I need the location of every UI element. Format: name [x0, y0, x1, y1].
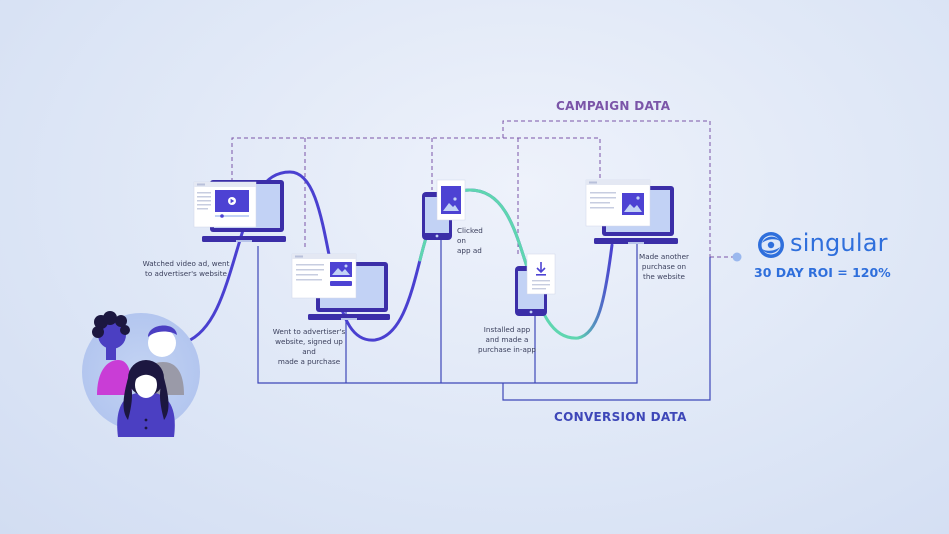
- step-3-line-1: Clicked on: [457, 226, 483, 245]
- step-5-line-1: Made another: [639, 252, 689, 261]
- customers-illustration: [82, 311, 200, 437]
- step-1-line-2: to advertiser's website: [145, 269, 227, 278]
- step-label-2: Went to advertiser's website, signed up …: [268, 327, 350, 367]
- conversion-data-label: CONVERSION DATA: [554, 410, 687, 424]
- step-label-3: Clicked on app ad: [457, 226, 493, 256]
- laptop-video-ad: [193, 180, 286, 242]
- phone-install: [515, 253, 556, 316]
- endpoint-dot: [732, 252, 742, 262]
- step-4-line-1: Installed app: [483, 325, 531, 334]
- step-label-1: Watched video ad, went to advertiser's w…: [136, 259, 236, 279]
- step-5-line-2: purchase on: [641, 262, 687, 271]
- campaign-data-label: CAMPAIGN DATA: [556, 99, 671, 113]
- step-4-line-2: and made a: [485, 335, 529, 344]
- step-label-5: Made another purchase on the website: [636, 252, 692, 282]
- phone-app-ad: [422, 179, 466, 240]
- singular-logo-icon: [758, 232, 784, 258]
- laptop-repeat-purchase: [585, 179, 678, 244]
- step-3-line-2: app ad: [457, 246, 482, 255]
- step-label-4: Installed app and made a purchase in-app: [474, 325, 540, 355]
- step-1-line-1: Watched video ad, went: [142, 259, 230, 268]
- brand-name: singular: [790, 229, 888, 257]
- laptop-website: [291, 253, 390, 320]
- roi-text: 30 DAY ROI = 120%: [754, 265, 891, 280]
- step-2-line-2: website, signed up and: [275, 337, 343, 356]
- conversion-data-lines: [257, 238, 711, 401]
- step-2-line-1: Went to advertiser's: [272, 327, 346, 336]
- step-5-line-3: the website: [643, 272, 685, 281]
- step-4-line-3: purchase in-app: [478, 345, 536, 354]
- step-2-line-3: made a purchase: [277, 357, 341, 366]
